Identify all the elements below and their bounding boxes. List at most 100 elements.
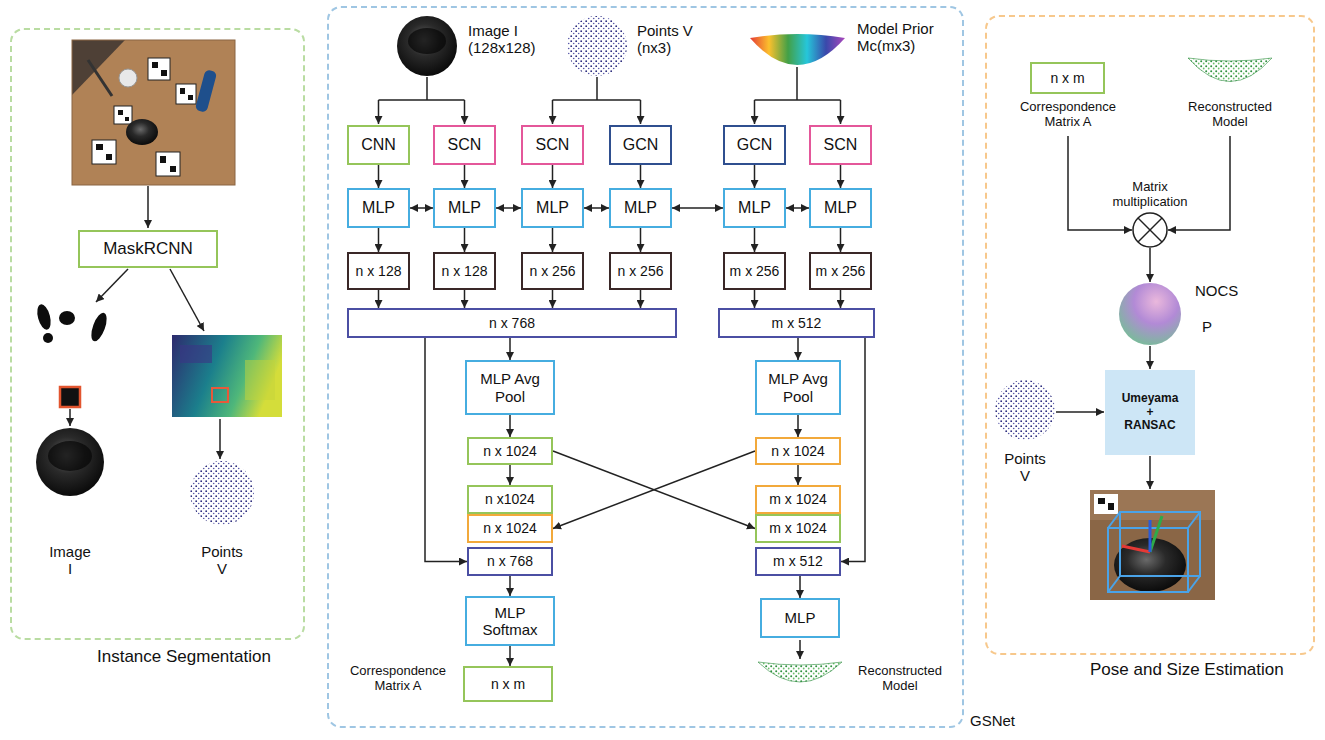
layer-label: n x 768 [489, 315, 535, 331]
scene-photo [118, 110, 123, 115]
connector-arrow [797, 415, 799, 437]
flow-arrow [219, 419, 221, 459]
layer-label: n x 1024 [483, 443, 537, 459]
connector-arrow [786, 207, 809, 209]
layer-label: MLP Avg Pool [480, 370, 541, 405]
bowl-crop [48, 441, 92, 471]
layer-box: m x 256 [809, 252, 872, 290]
connector-arrow [640, 165, 642, 188]
pose-result-photo [1090, 490, 1215, 600]
annotation-label: NOCS [1195, 282, 1238, 299]
scene-photo [170, 166, 176, 172]
panel-title: Instance Segmentation [97, 647, 271, 667]
layer-label: n x 128 [442, 263, 488, 279]
flow-arrow [96, 269, 128, 302]
scene-photo [106, 154, 112, 160]
connector-arrow [754, 165, 756, 188]
instance-mask [60, 387, 80, 407]
flow-arrow [640, 100, 642, 124]
scene-photo [72, 40, 235, 185]
connector-arrow [410, 207, 433, 209]
annotation-label: Reconstructed Model [1180, 100, 1280, 130]
nocs-sphere [1119, 283, 1181, 345]
scene-photo [92, 140, 116, 164]
scene-photo [92, 58, 196, 176]
flow-arrow [378, 100, 380, 124]
layer-box: MLP Avg Pool [755, 360, 841, 415]
flow-arrow [840, 100, 842, 124]
layer-box: MLP Avg Pool [465, 360, 555, 415]
layer-label: n x 256 [530, 263, 576, 279]
scene-photo [156, 152, 180, 176]
layer-box: MLP [760, 598, 840, 638]
connector-arrow [464, 228, 466, 252]
layer-box: SCN [433, 125, 496, 165]
layer-box: MLP [809, 188, 872, 228]
layer-label: GCN [623, 136, 659, 154]
layer-label: MLP [824, 199, 857, 217]
layer-box: n x 1024 [467, 437, 553, 465]
reconstructed-model [758, 58, 1272, 682]
annotation-label: Reconstructed Model [850, 664, 950, 694]
layer-label: MLP [785, 609, 816, 626]
layer-label: MLP [738, 199, 771, 217]
layer-label: Umeyama + RANSAC [1121, 392, 1180, 433]
pose-result-photo [1188, 512, 1200, 528]
flow-arrow [379, 77, 465, 100]
multiply-symbol [1133, 213, 1167, 247]
layer-label: n x 768 [487, 553, 533, 569]
pose-result-photo [1120, 512, 1200, 576]
layer-label: m x 256 [730, 263, 780, 279]
pose-result-photo [1122, 546, 1150, 552]
connector-arrow [754, 228, 756, 252]
layer-box: MLP Softmax [465, 596, 555, 646]
layer-label: m x 1024 [769, 520, 827, 536]
layer-label: CNN [361, 136, 396, 154]
connector-arrow [840, 290, 842, 308]
connector-arrow [378, 228, 380, 252]
connector-group [379, 165, 866, 666]
layer-label: MaskRCNN [103, 239, 193, 259]
bowl-crop [36, 428, 104, 496]
layer-label: MLP Avg Pool [768, 370, 829, 405]
connector-arrow [640, 290, 642, 308]
connector-arrow [797, 338, 799, 360]
layer-box: n x 256 [609, 252, 672, 290]
layer-label: SCN [448, 136, 482, 154]
connector-arrow [378, 165, 380, 188]
layer-box: n x 256 [521, 252, 584, 290]
connector-arrow [840, 165, 842, 188]
annotation-label: Image I [47, 543, 93, 578]
scene-photo [195, 69, 217, 113]
connector-arrow [552, 165, 554, 188]
flow-arrow [1168, 136, 1230, 230]
layer-label: n x m [491, 676, 525, 692]
flow-arrow [553, 77, 641, 100]
connector-arrow [496, 207, 521, 209]
scene-photo [176, 84, 196, 104]
flow-arrow [799, 640, 801, 659]
layer-box: m x 1024 [755, 485, 841, 514]
point-cloud [995, 380, 1055, 440]
layer-label: SCN [536, 136, 570, 154]
layer-label: n x m [1050, 70, 1084, 86]
flow-arrow [1068, 136, 1132, 230]
multiply-symbol [1133, 213, 1167, 247]
layer-box: n x m [463, 666, 553, 702]
multiply-symbol [1138, 218, 1162, 242]
reconstructed-model [758, 662, 842, 682]
connector-arrow [464, 165, 466, 188]
layer-box: CNN [347, 125, 410, 165]
depth-map [245, 360, 275, 400]
layer-box: m x 256 [723, 252, 786, 290]
flow-arrow [69, 409, 71, 426]
annotation-label: Image I (128x128) [468, 22, 558, 57]
instance-mask [88, 311, 110, 343]
layer-label: MLP [362, 199, 395, 217]
connector-arrow [509, 576, 511, 596]
pose-result-photo [1108, 576, 1120, 592]
scene-photo [152, 62, 158, 68]
scene-photo [125, 117, 129, 121]
